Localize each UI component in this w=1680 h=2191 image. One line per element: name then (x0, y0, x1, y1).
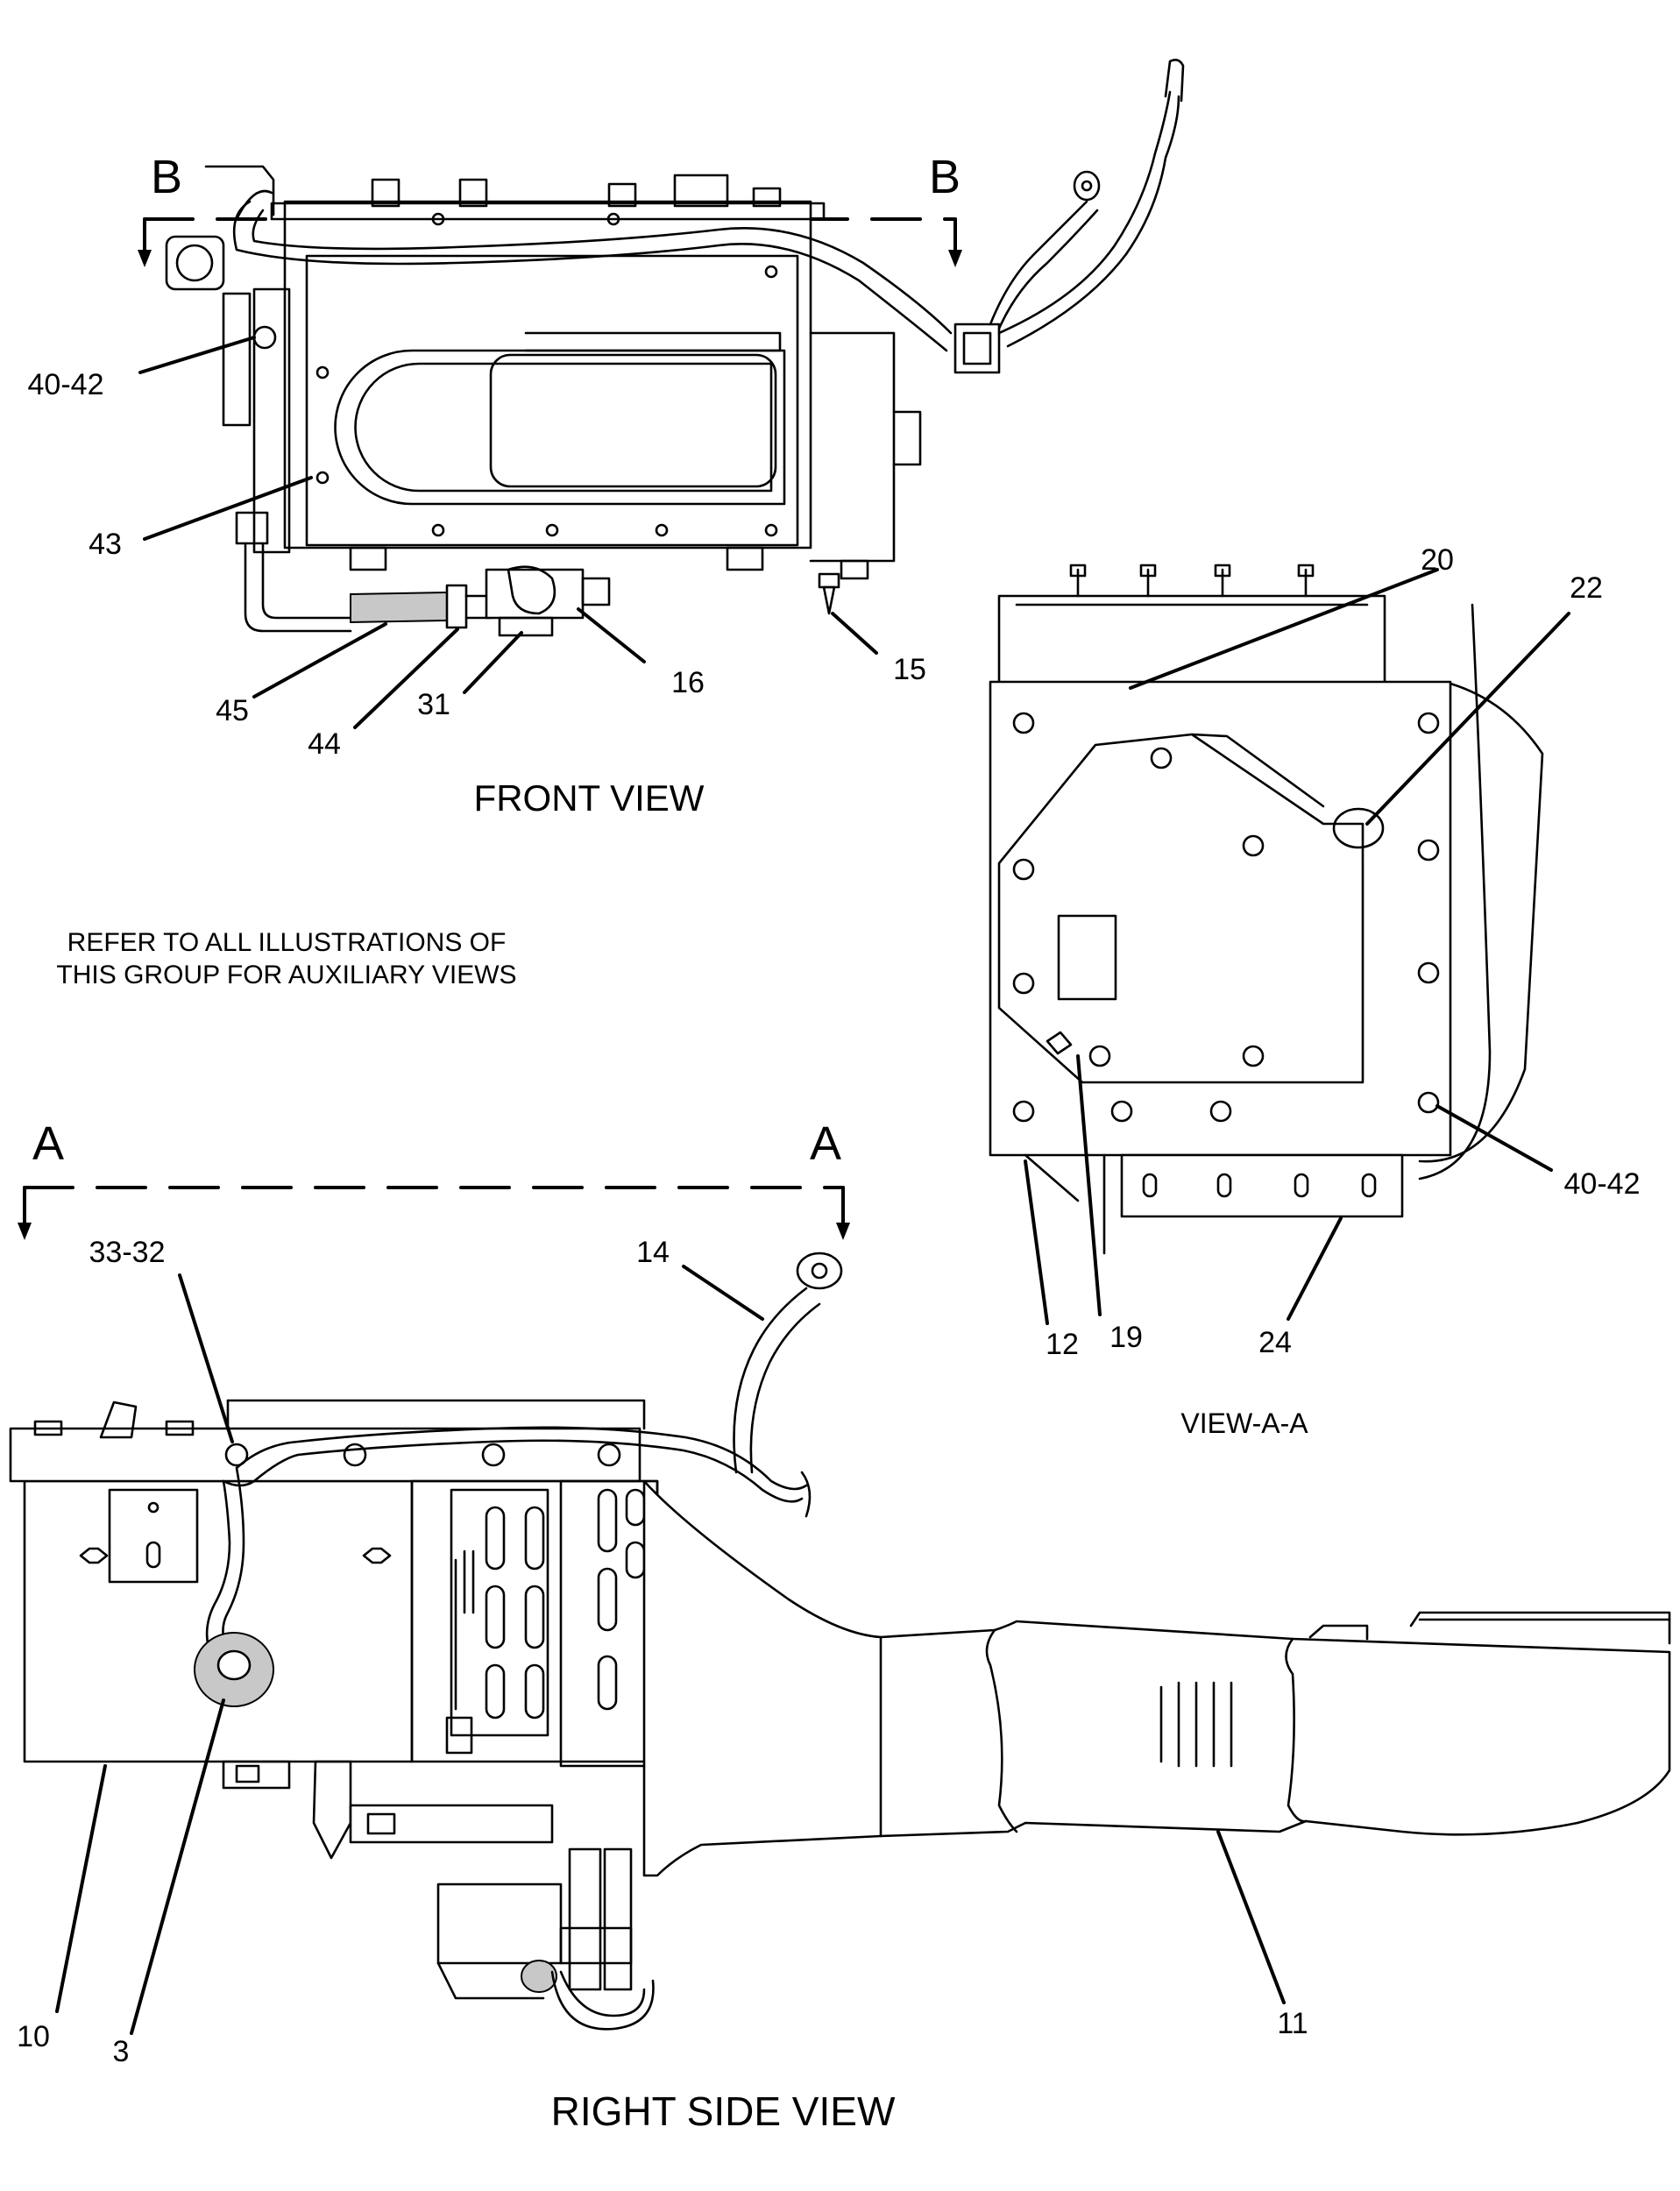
callout-11: 11 (1277, 2007, 1308, 2040)
section-mark-b-right: B (929, 151, 961, 203)
callout-20: 20 (1421, 543, 1454, 577)
heater-housing-side (9, 1399, 646, 1860)
callout-44: 44 (308, 727, 341, 761)
heater-housing-front (270, 174, 922, 580)
view-a-a: 20 22 40-42 12 19 24 VIEW-A-A (989, 543, 1641, 1439)
wire-harness-front (204, 59, 1185, 374)
callout-43: 43 (89, 528, 122, 561)
section-line-a: A A (18, 1117, 850, 1240)
callout-31: 31 (417, 688, 450, 721)
callout-10: 10 (17, 2020, 50, 2053)
view-title-a-a: VIEW-A-A (1180, 1407, 1308, 1439)
front-leaders (138, 336, 878, 729)
view-title-right-side: RIGHT SIDE VIEW (551, 2088, 896, 2134)
section-mark-a-left: A (32, 1117, 64, 1170)
section-mark-b-left: B (151, 151, 182, 203)
view-aa-bolts (1012, 712, 1440, 1123)
reference-note: REFER TO ALL ILLUSTRATIONS OF THIS GROUP… (56, 928, 516, 989)
drain-15 (818, 572, 840, 615)
callout-40-42-front: 40-42 (28, 368, 104, 401)
callout-16: 16 (671, 666, 705, 699)
front-view: B B (28, 59, 1185, 819)
callout-14: 14 (636, 1236, 670, 1269)
right-side-view: A A (9, 1117, 1671, 2134)
front-bolts (315, 212, 778, 537)
heater-core-side (349, 1479, 659, 2031)
callout-15: 15 (893, 653, 926, 686)
left-pipe-assembly (165, 235, 370, 633)
callout-33-32: 33-32 (89, 1236, 166, 1269)
note-line-2: THIS GROUP FOR AUXILIARY VIEWS (56, 961, 516, 989)
note-line-1: REFER TO ALL ILLUSTRATIONS OF (67, 928, 507, 957)
side-leaders (55, 1265, 1286, 2035)
hose-45 (350, 584, 493, 629)
duct-grille (1159, 1681, 1233, 1768)
callout-12: 12 (1046, 1328, 1079, 1361)
callout-24: 24 (1258, 1326, 1292, 1359)
section-mark-a-right: A (810, 1117, 841, 1170)
callout-40-42-view-aa: 40-42 (1564, 1167, 1641, 1201)
callout-45: 45 (216, 694, 249, 727)
view-title-front: FRONT VIEW (474, 777, 705, 819)
wire-harness-side (194, 1251, 843, 1707)
callout-3: 3 (113, 2035, 130, 2068)
callout-22: 22 (1570, 571, 1603, 605)
air-duct-11 (642, 1479, 1671, 1877)
callout-19: 19 (1109, 1321, 1143, 1354)
valve-16 (485, 565, 611, 637)
